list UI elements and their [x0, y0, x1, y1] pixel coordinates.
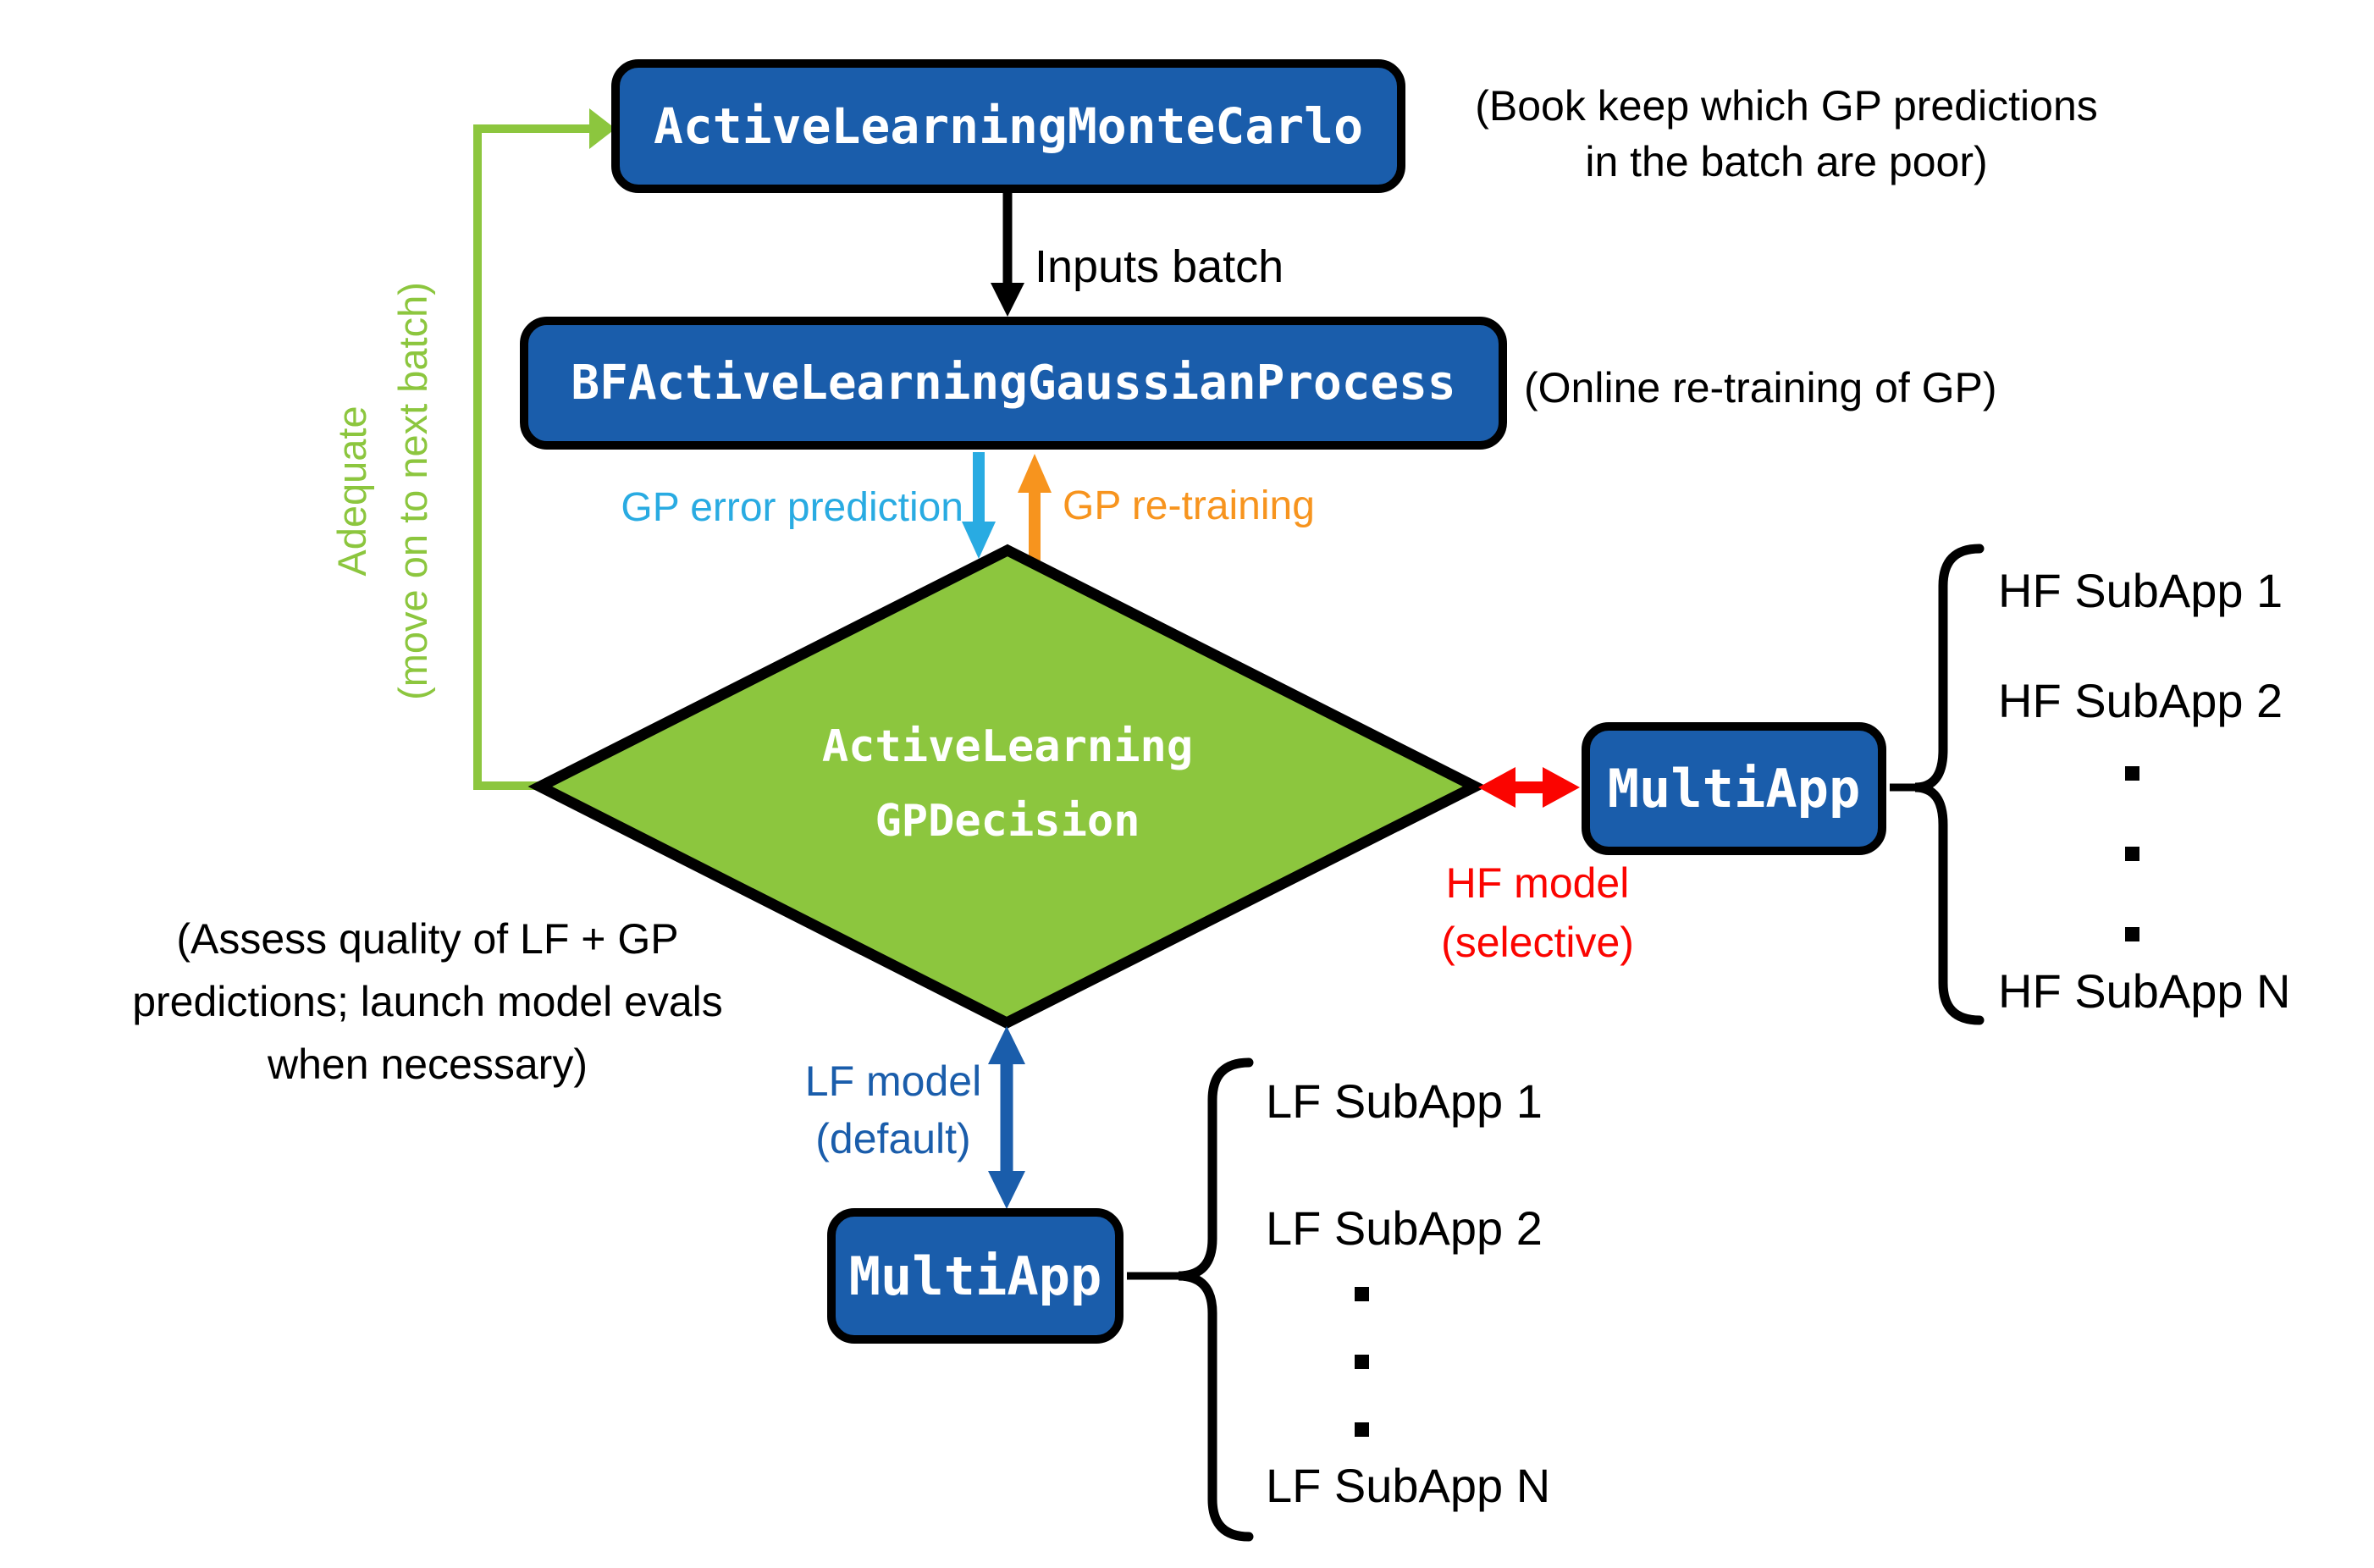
hf-model-line2: (selective) [1441, 919, 1634, 966]
node-hf-multiapp: MultiApp [1582, 722, 1886, 855]
gp-retraining-label: GP re-training [1063, 483, 1315, 528]
hf-subapp-n: HF SubApp N [1998, 964, 2291, 1018]
lf-model-line2: (default) [815, 1115, 971, 1162]
lf-subapps-brace [1127, 1057, 1254, 1542]
hf-ellipsis-dot [2125, 927, 2139, 941]
inputs-batch-arrow [991, 193, 1024, 317]
lf-subapp-n: LF SubApp N [1266, 1459, 1551, 1512]
lf-ellipsis-dot [1355, 1422, 1369, 1437]
gaussian-note: (Online re-training of GP) [1524, 364, 1997, 411]
lf-subapp-1: LF SubApp 1 [1266, 1074, 1543, 1128]
decision-note-line3: when necessary) [268, 1041, 588, 1088]
hf-model-label: HF model (selective) [1368, 853, 1707, 972]
adequate-loop-arrow [473, 108, 616, 790]
adequate-label: Adequate (move on to next batch) [322, 135, 444, 847]
lf-model-arrow [988, 1026, 1025, 1209]
node-monte-carlo: ActiveLearningMonteCarlo [611, 59, 1405, 193]
monte-carlo-note-line2: in the batch are poor) [1585, 138, 1988, 185]
hf-subapps-brace [1890, 544, 1985, 1025]
lf-ellipsis-dot [1355, 1355, 1369, 1369]
lf-model-label: LF model (default) [724, 1052, 1063, 1168]
hf-model-line1: HF model [1445, 859, 1630, 907]
hf-ellipsis-dot [2125, 847, 2139, 861]
adequate-line1: Adequate [329, 406, 374, 577]
hf-ellipsis-dot [2125, 766, 2139, 781]
monte-carlo-note-line1: (Book keep which GP predictions [1475, 82, 2098, 130]
lf-subapp-2: LF SubApp 2 [1266, 1201, 1543, 1255]
decision-diamond-label: ActiveLearning GPDecision [754, 709, 1262, 859]
adequate-line2: (move on to next batch) [390, 282, 435, 700]
decision-note: (Assess quality of LF + GP predictions; … [47, 908, 809, 1096]
decision-note-line1: (Assess quality of LF + GP [176, 915, 679, 963]
hf-subapp-1: HF SubApp 1 [1998, 564, 2283, 617]
inputs-batch-label: Inputs batch [1035, 241, 1284, 292]
gp-retraining-arrow [1018, 454, 1052, 560]
hf-model-arrow [1478, 767, 1580, 808]
decision-label-line2: GPDecision [875, 796, 1140, 847]
node-gaussian-process: BFActiveLearningGaussianProcess [520, 317, 1507, 450]
node-lf-multiapp: MultiApp [827, 1208, 1124, 1344]
gp-error-prediction-label: GP error prediction [621, 485, 963, 530]
lf-ellipsis-dot [1355, 1287, 1369, 1301]
decision-note-line2: predictions; launch model evals [132, 978, 723, 1025]
decision-label-line1: ActiveLearning [821, 721, 1194, 772]
gp-error-prediction-arrow [962, 452, 996, 559]
monte-carlo-note: (Book keep which GP predictions in the b… [1397, 78, 2176, 190]
lf-model-line1: LF model [804, 1057, 982, 1105]
decision-diamond [527, 544, 1488, 1030]
hf-subapp-2: HF SubApp 2 [1998, 674, 2283, 727]
